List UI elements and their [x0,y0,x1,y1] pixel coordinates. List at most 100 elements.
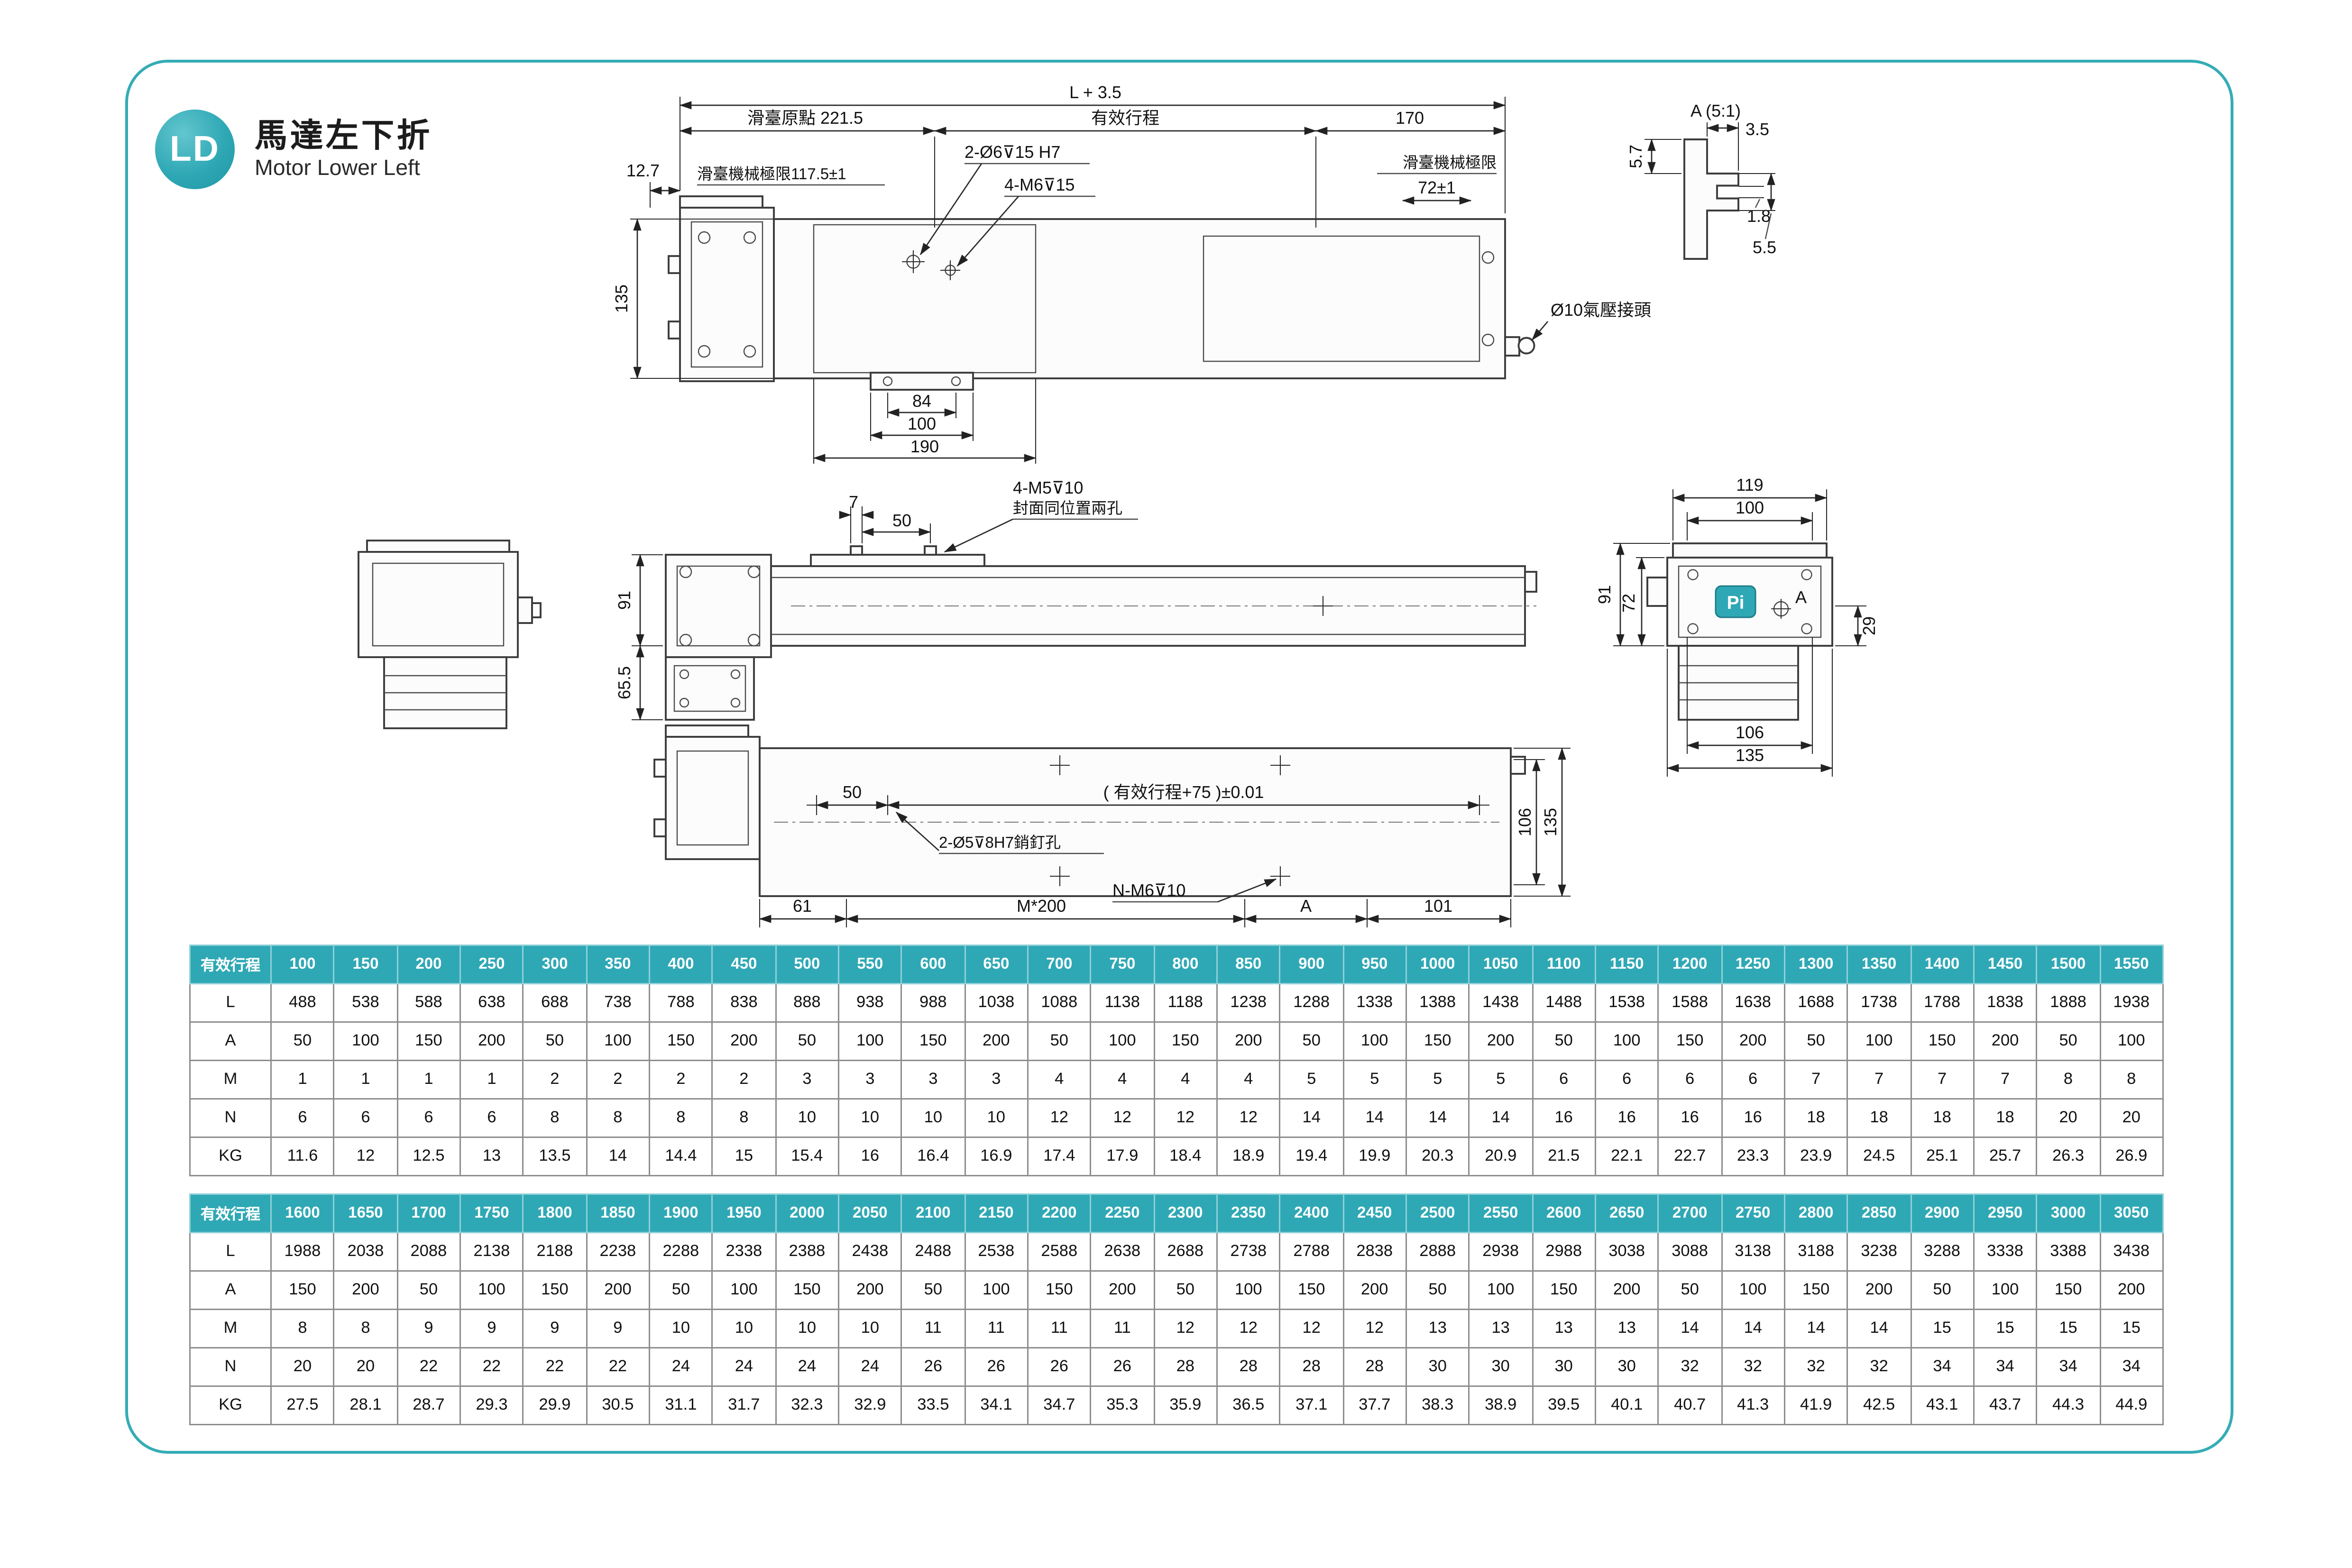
spec-cell: 14.4 [648,1137,713,1176]
spec-cell: 18 [1973,1098,2038,1138]
spec-cell: 10 [964,1098,1029,1138]
spec-cell: 9 [459,1309,524,1348]
stroke-header-cell: 2850 [1847,1193,1911,1233]
stroke-header-cell: 1000 [1405,944,1470,984]
spec-cell: 2738 [1216,1232,1281,1272]
stroke-header-cell: 1900 [648,1193,713,1233]
spec-cell: 27.5 [270,1385,335,1425]
stroke-header-cell: 1650 [333,1193,398,1233]
stroke-header-cell: 750 [1090,944,1155,984]
spec-cell: 150 [270,1270,335,1310]
spec-cell: 39.5 [1531,1385,1596,1425]
spec-cell: 7 [1847,1060,1911,1100]
spec-cell: 10 [774,1098,839,1138]
spec-cell: 28 [1216,1347,1281,1387]
spec-cell: 37.7 [1342,1385,1407,1425]
spec-cell: 24 [774,1347,839,1387]
spec-cell: 43.1 [1910,1385,1975,1425]
spec-cell: 18.9 [1216,1137,1281,1176]
detail-a-title: A (5:1) [1690,101,1741,120]
dim-29: 29 [1859,616,1879,635]
stroke-header-cell: 1450 [1973,944,2038,984]
dim-101: 101 [1424,896,1452,916]
spec-cell: 7 [1910,1060,1975,1100]
dim-3-5: 3.5 [1746,119,1769,139]
spec-cell: 14 [1847,1309,1911,1348]
stroke-header-cell: 1350 [1847,944,1911,984]
stroke-header-cell: 1100 [1531,944,1596,984]
spec-cell: 16 [837,1137,902,1176]
spec-cell: 32.3 [774,1385,839,1425]
spec-cell: 12 [1216,1098,1281,1138]
spec-cell: 22.7 [1657,1137,1722,1176]
spec-cell: 20 [270,1347,335,1387]
spec-cell: 26.3 [2036,1137,2101,1176]
spec-cell: 738 [585,983,650,1023]
spec-cell: 6 [396,1098,461,1138]
spec-cell: 8 [333,1309,398,1348]
stroke-header-cell: 2650 [1594,1193,1659,1233]
spec-cell: 22 [459,1347,524,1387]
spec-cell: 3 [900,1060,965,1100]
spec-cell: 16.9 [964,1137,1029,1176]
spec-cell: 1488 [1531,983,1596,1023]
spec-cell: 16 [1531,1098,1596,1138]
spec-cell: 638 [459,983,524,1023]
spec-cell: 17.4 [1027,1137,1092,1176]
spec-cell: 26.9 [2099,1137,2164,1176]
stroke-header-cell: 2300 [1153,1193,1218,1233]
spec-cell: 50 [270,1021,335,1061]
series-badge: LD [155,110,235,189]
spec-cell: 2288 [648,1232,713,1272]
spec-cell: 6 [270,1098,335,1138]
spec-cell: 1038 [964,983,1029,1023]
dim-effective-stroke: 有效行程 [1091,108,1159,128]
spec-cell: 150 [774,1270,839,1310]
dim-7: 7 [849,492,858,512]
stroke-header-label: 有效行程 [189,944,272,984]
note-m5-holes-sub: 封面同位置兩孔 [1013,499,1122,517]
spec-cell: 150 [1910,1021,1975,1061]
spec-cell: 150 [1027,1270,1092,1310]
spec-cell: 2888 [1405,1232,1470,1272]
note-mech-limit-left: 滑臺機械極限117.5±1 [697,165,846,183]
spec-cell: 100 [1216,1270,1281,1310]
top-view-dimensions: L + 3.5 滑臺原點 221.5 有效行程 170 12.7 滑臺機械極限1… [612,83,1651,464]
stroke-header-cell: 1300 [1783,944,1848,984]
spec-cell: 24.5 [1847,1137,1911,1176]
spec-cell: 43.7 [1973,1385,2038,1425]
spec-cell: 15 [1910,1309,1975,1348]
spec-cell: 6 [1720,1060,1785,1100]
spec-cell: 24 [837,1347,902,1387]
spec-cell: 3 [774,1060,839,1100]
dim-91-end: 91 [1595,585,1614,604]
spec-cell: 7 [1973,1060,2038,1100]
spec-cell: 3388 [2036,1232,2101,1272]
stroke-header-cell: 1050 [1468,944,1533,984]
spec-cell: 22 [585,1347,650,1387]
stroke-header-cell: 1550 [2099,944,2164,984]
spec-cell: 888 [774,983,839,1023]
spec-cell: 1238 [1216,983,1281,1023]
stroke-header-cell: 2100 [900,1193,965,1233]
spec-cell: 22 [522,1347,587,1387]
stroke-header-cell: 1600 [270,1193,335,1233]
spec-cell: 5 [1279,1060,1344,1100]
spec-cell: 100 [964,1270,1029,1310]
spec-cell: 4 [1216,1060,1281,1100]
note-pin-holes: 2-Ø5⊽8H7銷釘孔 [939,834,1061,851]
spec-cell: 34 [2036,1347,2101,1387]
stroke-header-cell: 2900 [1910,1193,1975,1233]
spec-cell: 13 [1594,1309,1659,1348]
spec-cell: 34 [1973,1347,2038,1387]
spec-cell: 100 [1973,1270,2038,1310]
spec-cell: 25.1 [1910,1137,1975,1176]
spec-cell: 14 [1720,1309,1785,1348]
row-label-cell: N [189,1347,272,1387]
stroke-header-cell: 1250 [1720,944,1785,984]
